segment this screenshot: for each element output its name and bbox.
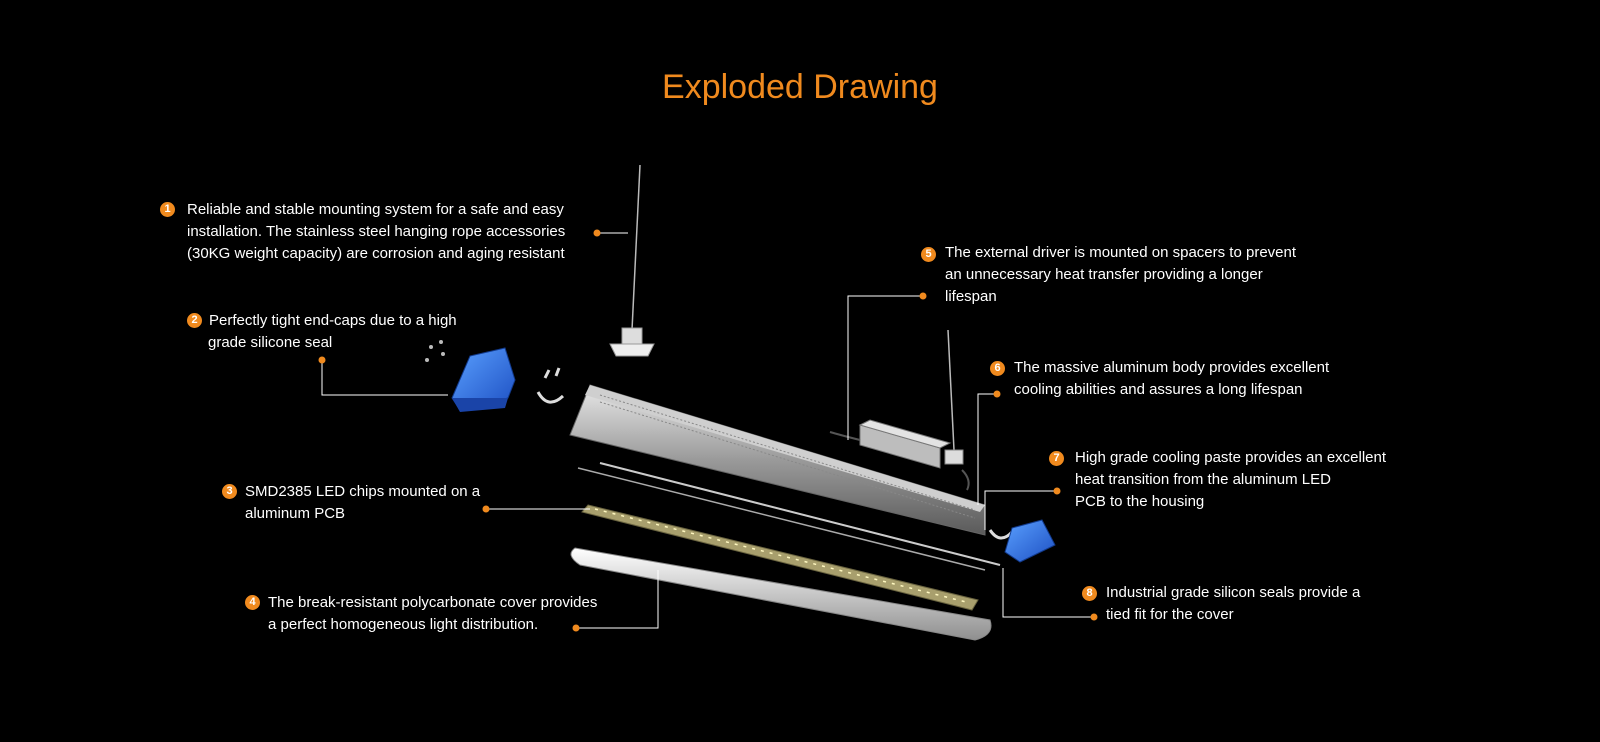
callout-2: Perfectly tight end-caps due to a high g… — [208, 310, 457, 354]
seal-clip-right — [988, 529, 1014, 540]
callout-2-line: grade silicone seal — [208, 334, 333, 351]
page-title: Exploded Drawing — [662, 68, 938, 106]
end-cap-left — [451, 347, 516, 412]
callout-8: Industrial grade silicon seals provide a… — [1106, 582, 1360, 626]
callout-6-line: The massive aluminum body provides excel… — [1014, 359, 1330, 376]
callout-7: High grade cooling paste provides an exc… — [1075, 447, 1386, 513]
callout-4-line: a perfect homogeneous light distribution… — [268, 616, 539, 633]
callout-1: Reliable and stable mounting system for … — [187, 199, 565, 265]
silicon-seal-strip — [577, 467, 986, 571]
callout-7-line: High grade cooling paste provides an exc… — [1075, 449, 1387, 466]
callout-1-line: installation. The stainless steel hangin… — [187, 223, 566, 240]
callout-3-line: aluminum PCB — [245, 505, 346, 522]
callout-1-line: (30KG weight capacity) are corrosion and… — [187, 245, 565, 262]
callout-6: The massive aluminum body provides excel… — [1014, 357, 1329, 401]
callout-3-line: SMD2385 LED chips mounted on a — [245, 483, 481, 500]
callout-7-line: heat transition from the aluminum LED — [1075, 471, 1331, 488]
leader-dots — [318, 229, 1098, 632]
callout-3-badge: 3 — [222, 484, 237, 499]
leader-6 — [977, 393, 997, 505]
callout-7-line: PCB to the housing — [1075, 493, 1205, 510]
callout-2-line: Perfectly tight end-caps due to a high — [209, 312, 457, 329]
callout-4: The break-resistant polycarbonate cover … — [268, 592, 597, 636]
hanging-rope-right — [947, 329, 955, 451]
leader-7 — [984, 490, 1057, 530]
callout-8-badge: 8 — [1082, 586, 1097, 601]
callout-4-badge: 4 — [245, 595, 260, 610]
callout-5-badge: 5 — [921, 247, 936, 262]
screws — [425, 340, 445, 362]
callout-8-line: tied fit for the cover — [1106, 606, 1234, 623]
hanging-rope-left — [631, 164, 641, 331]
callout-8-line: Industrial grade silicon seals provide a — [1106, 584, 1361, 601]
callout-7-badge: 7 — [1049, 451, 1064, 466]
callout-6-line: cooling abilities and assures a long lif… — [1014, 381, 1303, 398]
led-pcb — [581, 504, 979, 611]
callout-5: The external driver is mounted on spacer… — [945, 242, 1296, 308]
callout-6-badge: 6 — [990, 361, 1005, 376]
callout-4-line: The break-resistant polycarbonate cover … — [268, 594, 598, 611]
callout-1-badge: 1 — [160, 202, 175, 217]
external-driver — [829, 419, 970, 491]
leader-2 — [321, 360, 448, 396]
end-cap-right — [1004, 519, 1056, 563]
leader-8 — [1002, 568, 1094, 618]
mounting-bracket — [609, 327, 655, 357]
callout-5-line: The external driver is mounted on spacer… — [945, 244, 1297, 261]
leader-4 — [576, 570, 659, 629]
callout-2-badge: 2 — [187, 313, 202, 328]
cooling-paste-strip — [599, 462, 1001, 566]
callout-5-line: an unnecessary heat transfer providing a… — [945, 266, 1263, 283]
callout-5-line: lifespan — [945, 288, 997, 305]
callout-3: SMD2385 LED chips mounted on a aluminum … — [245, 481, 480, 525]
leader-5 — [847, 295, 923, 440]
callout-1-line: Reliable and stable mounting system for … — [187, 201, 564, 218]
leader-lines — [321, 232, 1094, 629]
seal-clip-left — [536, 367, 565, 404]
polycarbonate-cover — [570, 547, 992, 641]
aluminum-housing — [569, 384, 986, 536]
